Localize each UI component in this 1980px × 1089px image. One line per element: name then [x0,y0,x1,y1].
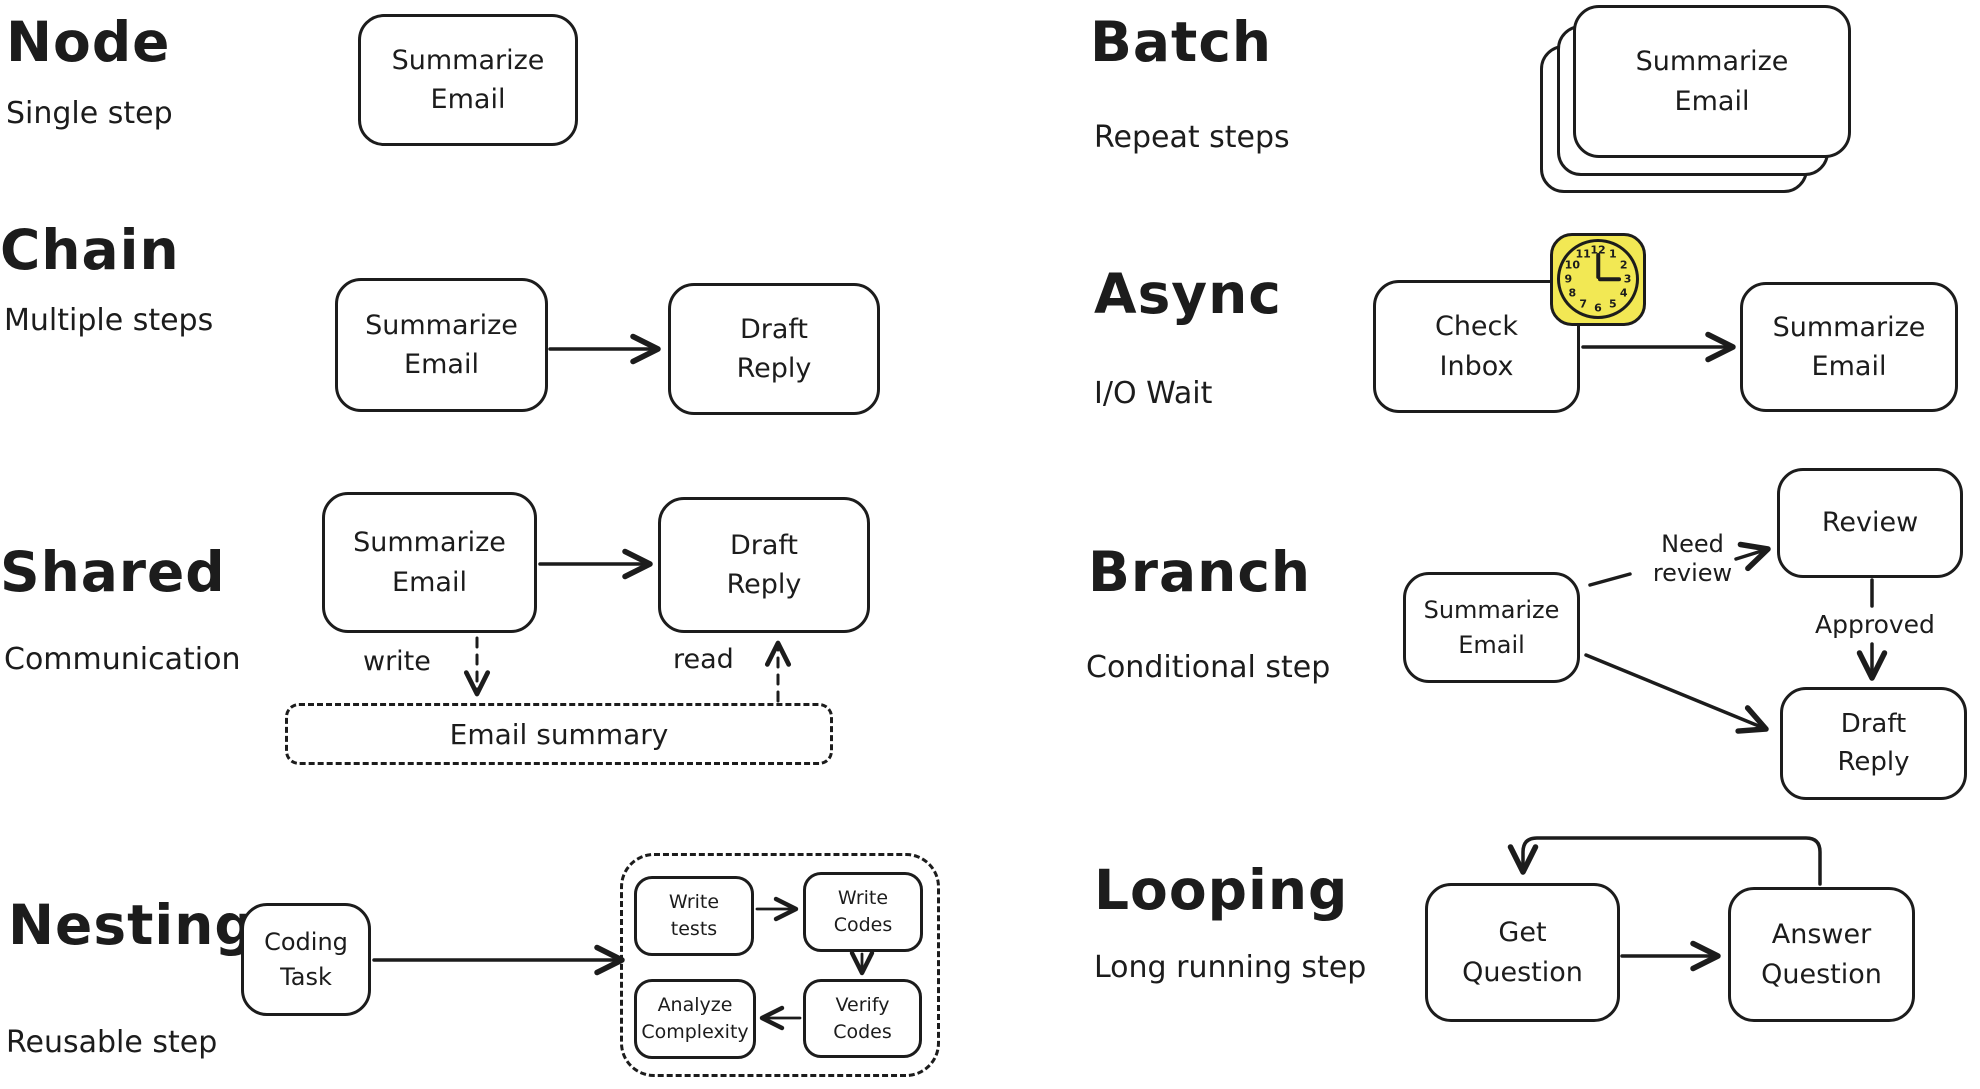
looping-subtitle: Long running step [1094,950,1367,985]
clock-number: 3 [1623,272,1632,286]
branch-draft-box: Draft Reply [1780,687,1967,800]
chain-title: Chain [0,218,180,282]
clock-number: 9 [1564,272,1573,286]
clock-number: 5 [1608,297,1617,311]
nesting-write-codes-box: Write Codes [803,872,923,952]
chain-subtitle: Multiple steps [4,303,214,338]
clock-number: 2 [1619,258,1628,272]
chain-step1-box: Summarize Email [335,278,548,412]
nesting-subtitle: Reusable step [6,1025,218,1060]
clock-number: 7 [1579,297,1587,311]
chain-step2-box: Draft Reply [668,283,880,415]
clock-number: 11 [1575,247,1591,261]
looping-step1-box: Get Question [1425,883,1620,1022]
clock-number: 4 [1619,286,1628,300]
looping-back-arrow [1507,836,1822,886]
shared-step2-box: Draft Reply [658,497,870,633]
nesting-verify-codes-box: Verify Codes [803,979,922,1058]
branch-subtitle: Conditional step [1086,650,1331,685]
branch-direct-arrow [1584,653,1769,734]
shared-read-label: read [673,644,734,675]
branch-step1-box: Summarize Email [1403,572,1580,683]
nesting-analyze-complexity-box: Analyze Complexity [634,979,756,1059]
shared-title: Shared [0,540,226,604]
batch-title: Batch [1090,10,1273,74]
async-step1-box: Check Inbox [1373,280,1580,413]
looping-title: Looping [1094,858,1349,922]
branch-need-review-tail [1588,572,1632,587]
shared-subtitle: Communication [4,642,241,677]
async-title: Async [1094,262,1282,326]
shared-write-label: write [363,646,431,677]
async-subtitle: I/O Wait [1094,376,1213,411]
clock-number: 12 [1590,243,1606,257]
node-title: Node [6,10,171,74]
nesting-step-box: Coding Task [241,903,371,1016]
clock-number: 10 [1564,258,1580,272]
async-step2-box: Summarize Email [1740,282,1958,412]
clock-number: 6 [1594,301,1602,315]
clock-number: 1 [1608,247,1617,261]
shared-store-box: Email summary [285,703,833,765]
branch-need-review-label: Need review [1652,530,1733,587]
branch-approved-label: Approved [1815,610,1935,639]
shared-step1-box: Summarize Email [322,492,537,633]
branch-need-review-arrow [1734,541,1771,572]
branch-review-box: Review [1777,468,1963,578]
batch-step-box: Summarize Email [1573,5,1851,158]
batch-subtitle: Repeat steps [1094,120,1290,155]
clock-minute-hand [1596,253,1600,279]
clock-number: 8 [1568,286,1577,300]
clock-hour-hand [1598,277,1621,281]
looping-step2-box: Answer Question [1728,887,1915,1022]
nesting-title: Nesting [8,893,255,957]
nesting-write-tests-box: Write tests [634,876,754,956]
node-subtitle: Single step [6,96,173,131]
node-step-box: Summarize Email [358,14,578,146]
branch-title: Branch [1088,540,1312,604]
